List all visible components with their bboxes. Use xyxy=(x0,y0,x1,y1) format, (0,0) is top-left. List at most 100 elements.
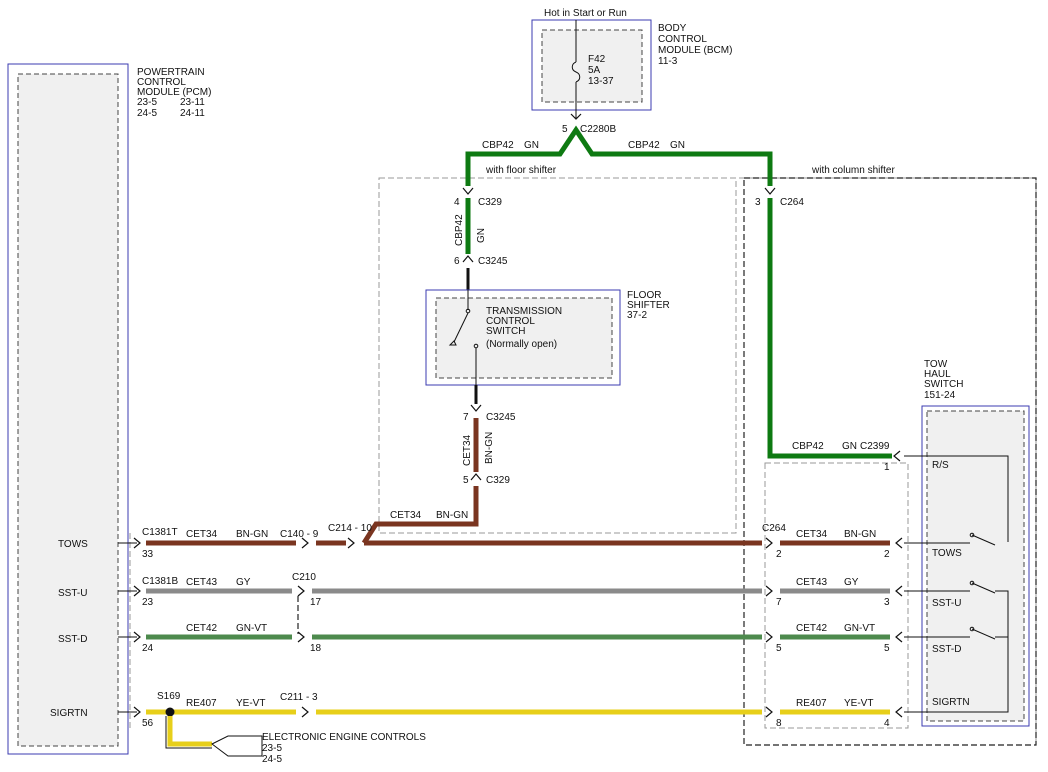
row4-wire: RE407 xyxy=(186,698,217,709)
wire-cet34-floor-lower xyxy=(361,486,479,545)
c264-row2-connector-icon xyxy=(765,585,773,597)
c211-connector-icon xyxy=(301,706,309,718)
row2-mid: C210 xyxy=(292,572,316,583)
pcm-title-line3: MODULE (PCM) xyxy=(137,87,211,98)
tow-internal-sigrtn xyxy=(904,637,1009,713)
switch-title-line3: SWITCH xyxy=(486,326,525,337)
c140-connector-icon xyxy=(301,537,309,549)
pcm-pin-tows: TOWS xyxy=(58,539,88,550)
wire-eec-outline xyxy=(165,716,212,749)
splice-s169-dot xyxy=(165,707,175,717)
c1381t-connector-icon xyxy=(133,537,141,549)
bcm-ref: 11-3 xyxy=(658,56,678,67)
c329-top-connector-icon xyxy=(462,187,474,195)
c264-row1-connector-icon xyxy=(765,537,773,549)
row4-pin: 56 xyxy=(142,718,154,729)
tow-row2-connector-icon xyxy=(895,585,903,597)
top-wire-right: CBP42 xyxy=(628,140,660,151)
row1-pin: 33 xyxy=(142,549,154,560)
row1-color-r: BN-GN xyxy=(844,529,876,540)
row2-c264-pin: 7 xyxy=(776,597,782,608)
c2280b-label: C2280B xyxy=(580,124,616,135)
pcm-pin-sstd: SST-D xyxy=(58,634,87,645)
tow-row3-connector-icon xyxy=(895,631,903,643)
c2280b-connector-icon xyxy=(570,113,582,120)
switch-contact-top xyxy=(465,308,471,314)
c329-top-pin: 4 xyxy=(454,197,460,208)
c3245-bottom-connector-icon xyxy=(470,404,482,412)
fuse-ref: 13-37 xyxy=(588,76,614,87)
row1-mid: C140 - 9 xyxy=(280,529,319,540)
pcm-title-line1: POWERTRAIN xyxy=(137,67,205,78)
fuse-amp: 5A xyxy=(588,65,601,76)
eec-ref2: 24-5 xyxy=(262,754,282,765)
tow-switch-arm-sstu xyxy=(971,582,996,594)
switch-arm xyxy=(453,312,469,343)
tow-contact-sstu xyxy=(969,580,975,586)
wire-cbp42-column xyxy=(767,198,892,459)
pcm-box-inner xyxy=(17,73,119,747)
row2-pin: 23 xyxy=(142,597,154,608)
floor-shifter-title-line2: SHIFTER xyxy=(627,300,670,311)
c3245-top-connector-icon xyxy=(462,255,474,263)
c2280b-pin: 5 xyxy=(562,124,568,135)
pcm-pin-sstu: SST-U xyxy=(58,588,87,599)
c210-connector-icon xyxy=(297,585,305,597)
pcm-ref-a1: 23-5 xyxy=(137,97,157,108)
row1-wire-r: CET34 xyxy=(796,529,828,540)
row1-color: BN-GN xyxy=(236,529,268,540)
c264-top-connector-icon xyxy=(764,187,776,195)
wire-re407-eec-branch xyxy=(167,716,212,747)
c3245-top-pin: 6 xyxy=(454,256,460,267)
tow-switch-arm-sstd xyxy=(971,628,996,640)
row3-pin: 24 xyxy=(142,643,154,654)
row1-pin-r: 2 xyxy=(884,549,890,560)
floor-wire3-color: BN-GN xyxy=(436,510,468,521)
tow-title-line1: TOW xyxy=(924,359,948,370)
row1-wire: CET34 xyxy=(186,529,218,540)
c329-top-label: C329 xyxy=(478,197,502,208)
c329-bottom-pin: 5 xyxy=(463,475,469,486)
floor-wire3-label: CET34 xyxy=(390,510,422,521)
tow-row4-connector-icon xyxy=(895,706,903,718)
eec-ref1: 23-5 xyxy=(262,743,282,754)
c2399-connector-icon xyxy=(893,450,901,462)
row4-wire-r: RE407 xyxy=(796,698,827,709)
floor-wire2-color: BN-GN xyxy=(484,432,495,464)
tow-contact-tows xyxy=(969,532,975,538)
row3-pcm-connector-icon xyxy=(133,631,141,643)
c3245-bottom-label: C3245 xyxy=(486,412,516,423)
row4-color-r: YE-VT xyxy=(844,698,873,709)
tow-internal-sstu-right xyxy=(995,590,1009,637)
row3-mid-connector-icon xyxy=(297,631,305,643)
tow-title-line2: HAUL xyxy=(924,369,951,380)
c214-connector-icon xyxy=(347,537,355,549)
pcm-ref-b1: 24-5 xyxy=(137,108,157,119)
floor-shifter-box-inner xyxy=(435,297,613,379)
top-color-right: GN xyxy=(670,140,685,151)
row1-c264-pin: 2 xyxy=(776,549,782,560)
column-wire-label: CBP42 xyxy=(792,441,824,452)
tow-switch-arm-tows xyxy=(971,534,996,546)
tow-label-sigrtn: SIGRTN xyxy=(932,697,970,708)
switch-title-line2: CONTROL xyxy=(486,316,535,327)
eec-label: ELECTRONIC ENGINE CONTROLS xyxy=(262,732,426,743)
floor-shifter-title-line1: FLOOR xyxy=(627,290,661,301)
tow-label-sstu: SST-U xyxy=(932,598,961,609)
row2-conn: C1381B xyxy=(142,576,178,587)
top-color-left: GN xyxy=(524,140,539,151)
bcm-title-line3: MODULE (BCM) xyxy=(658,45,732,56)
row3-mid-pin: 18 xyxy=(310,643,322,654)
c2399-pin: 1 xyxy=(884,462,890,473)
c3245-top-label: C3245 xyxy=(478,256,508,267)
tow-label-tows: TOWS xyxy=(932,548,962,559)
row2-wire: CET43 xyxy=(186,577,218,588)
fuse-icon xyxy=(571,61,581,83)
bcm-box-inner xyxy=(541,29,643,103)
row3-wire: CET42 xyxy=(186,623,218,634)
c329-bottom-label: C329 xyxy=(486,475,510,486)
tow-label-sstd: SST-D xyxy=(932,644,961,655)
row2-wire-r: CET43 xyxy=(796,577,828,588)
column-shifter-label: with column shifter xyxy=(811,165,895,176)
floor-wire-color: GN xyxy=(476,228,487,243)
